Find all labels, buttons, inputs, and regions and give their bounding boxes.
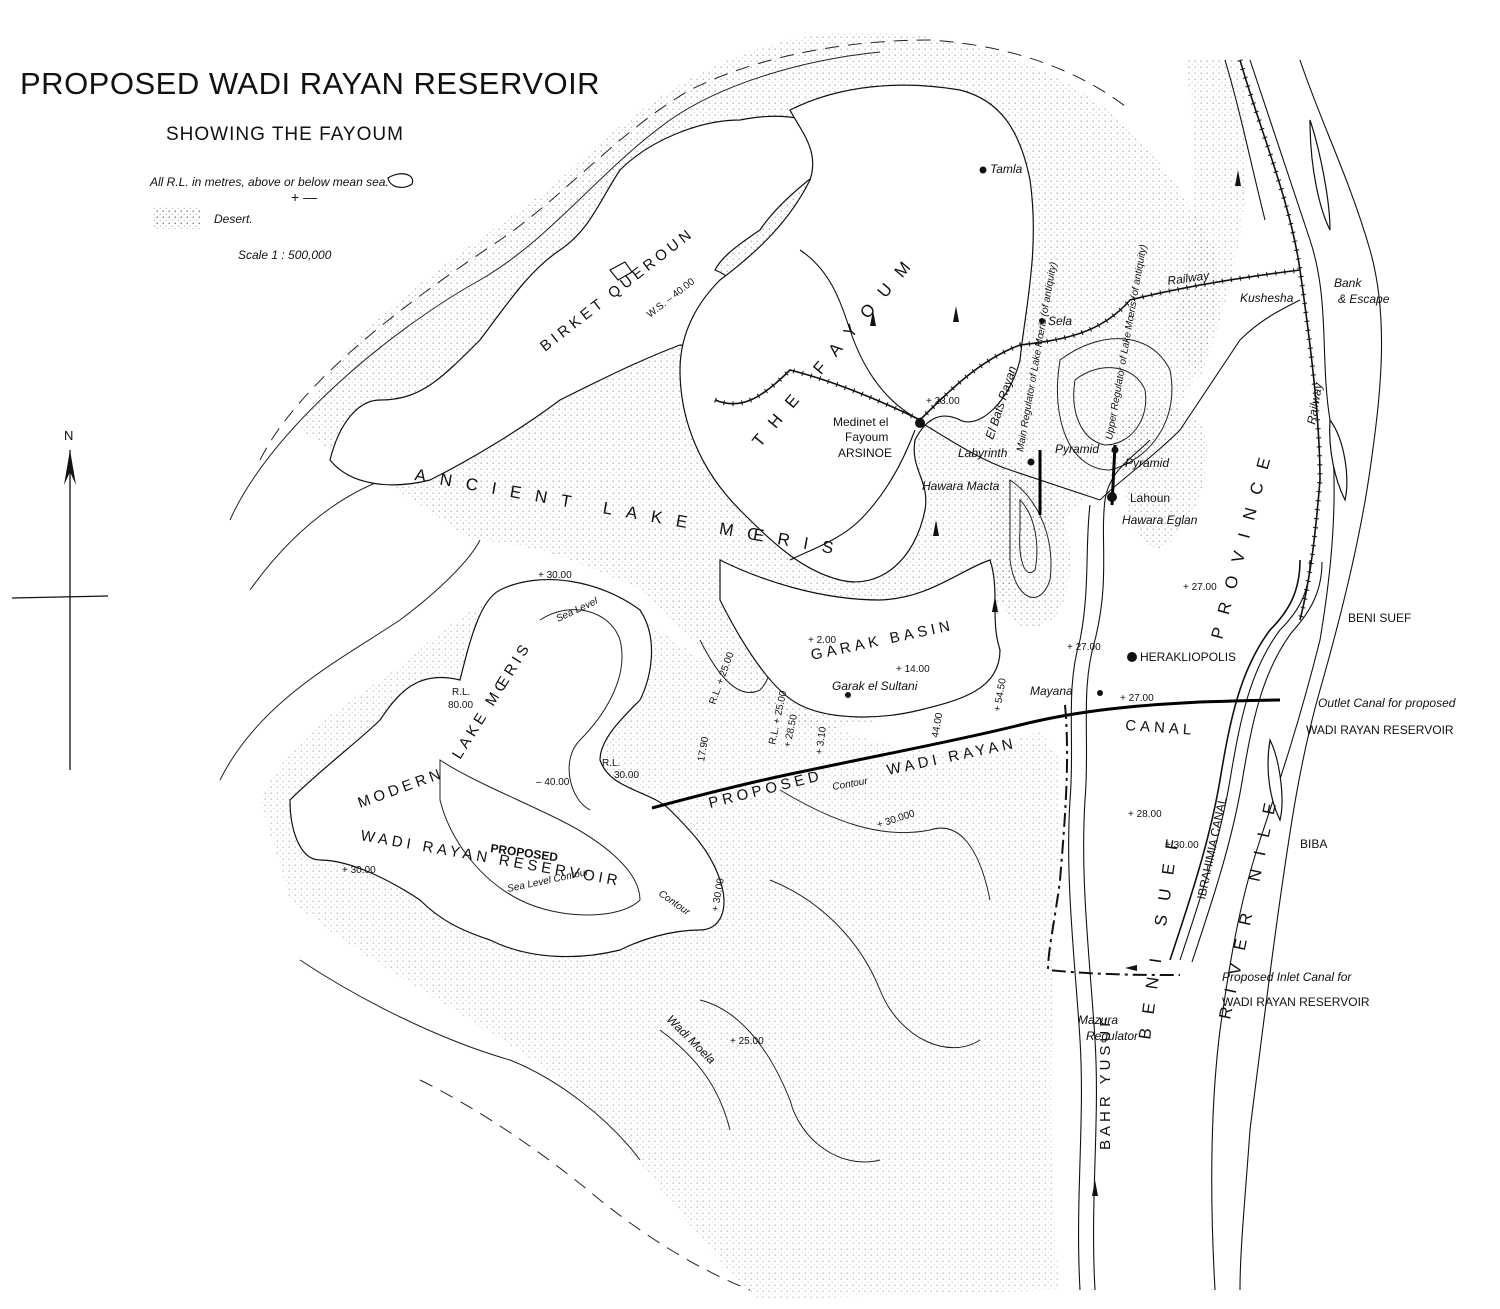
desert-legend-swatch <box>152 207 200 229</box>
ibrahimia-canal <box>1179 559 1311 961</box>
fayoum-channels <box>789 249 1301 561</box>
level-25: + 25.00 <box>730 1036 764 1047</box>
level-4400: 44.00 <box>930 712 945 739</box>
label-canal: CANAL <box>1125 717 1196 739</box>
place-pyramid-1: Pyramid <box>1055 442 1099 456</box>
label-outlet-1: Outlet Canal for proposed <box>1318 696 1456 710</box>
garak-basin <box>719 559 1001 718</box>
level-27b: + 27.00 <box>1067 642 1101 653</box>
place-garak-sultani: Garak el Sultani <box>832 679 918 693</box>
level-3110: + 3.10 <box>814 726 829 756</box>
levels-note: All R.L. in metres, above or below mean … <box>149 175 389 189</box>
contour-lines <box>219 39 1173 1291</box>
place-arsinoe: ARSINOE <box>838 446 892 460</box>
birket-islet <box>387 173 414 188</box>
level-rl30-b: 30.00 <box>614 770 639 781</box>
reservoir-inner-lobe <box>539 609 623 811</box>
level-rl80-a: R.L. <box>452 687 470 698</box>
place-mayana: Mayana <box>1030 684 1073 698</box>
level-27a: + 27.00 <box>1183 582 1217 593</box>
level-1790: 17.90 <box>696 736 711 763</box>
label-bahr-yusuf: BAHR YUSUF <box>1097 1014 1114 1150</box>
level-23: + 23.00 <box>926 396 960 407</box>
sea-level-contour <box>439 759 641 916</box>
label-railway-1: Railway <box>1166 268 1211 288</box>
level-30c: + 30.00 <box>342 865 376 876</box>
map-title: PROPOSED WADI RAYAN RESERVOIR <box>20 66 600 101</box>
label-river-nile: RIVER NILE <box>1215 788 1282 1021</box>
level-28: + 28.00 <box>1128 809 1162 820</box>
label-bank: Bank <box>1334 276 1362 290</box>
place-pyramid-2: Pyramid <box>1125 456 1169 470</box>
place-mazura-1: Mazura <box>1078 1013 1118 1027</box>
place-kushesha: Kushesha <box>1240 291 1294 305</box>
place-tamla: Tamla <box>990 162 1023 176</box>
place-markers <box>845 166 1137 698</box>
fayoum-basin <box>679 84 1034 583</box>
place-ibrahimia: IBRAHIMIA CANAL <box>1194 796 1229 901</box>
desert-legend-label: Desert. <box>214 212 253 226</box>
level-2: + 2.00 <box>808 635 837 646</box>
place-labyrinth: Labyrinth <box>958 446 1008 460</box>
level-27c: + 27.00 <box>1120 693 1154 704</box>
place-biba: BIBA <box>1300 837 1327 851</box>
label-province: PROVINCE <box>1208 442 1278 641</box>
place-hawara-eglan: Hawara Eglan <box>1122 513 1198 527</box>
ibrahimia-canal-bank <box>1191 561 1323 963</box>
place-mazura-2: Regulator <box>1086 1029 1139 1043</box>
map-scale: Scale 1 : 500,000 <box>238 248 332 262</box>
level-minus-40: – 40.00 <box>536 777 570 788</box>
label-inlet-1: Proposed Inlet Canal for <box>1222 970 1352 984</box>
label-railway-2: Railway <box>1304 381 1325 426</box>
bahr-yusuf-bank <box>1068 504 1091 1291</box>
level-rl80-b: 80.00 <box>448 700 473 711</box>
proposed-inlet-canal <box>1046 704 1181 976</box>
levels-note-signs: + — <box>291 189 317 205</box>
place-lahoun: Lahoun <box>1130 491 1170 505</box>
level-14: + 14.00 <box>896 664 930 675</box>
place-heraklioplis: HERAKLIOPOLIS <box>1140 650 1236 664</box>
proposed-wadi-rayan-canal <box>651 698 1281 810</box>
level-rl30-a: R.L. <box>602 758 620 769</box>
flow-arrows <box>870 170 1241 1196</box>
place-beni-suef: BENI SUEF <box>1348 611 1411 625</box>
bahr-yusuf <box>1083 439 1151 1291</box>
level-30b: + 30.00 <box>1165 840 1199 851</box>
railways <box>714 59 1323 961</box>
place-medinet-1: Medinet el <box>833 415 888 429</box>
river-nile <box>1211 59 1383 1291</box>
map-subtitle: SHOWING THE FAYOUM <box>166 124 404 145</box>
level-30a: + 30.00 <box>538 570 572 581</box>
level-5450: + 54.50 <box>992 677 1009 712</box>
wadi-rayan-reservoir <box>289 579 725 958</box>
birket-island <box>609 261 633 281</box>
label-inlet-2: WADI RAYAN RESERVOIR <box>1222 995 1370 1009</box>
place-hawara-macta: Hawara Macta <box>922 479 1000 493</box>
compass: N <box>11 428 109 770</box>
place-medinet-2: Fayoum <box>845 430 888 444</box>
north-label: N <box>64 428 73 443</box>
label-escape: & Escape <box>1338 292 1390 306</box>
label-outlet-2: WADI RAYAN RESERVOIR <box>1306 723 1454 737</box>
place-sela: Sela <box>1048 314 1072 328</box>
label-beni-suef-province: BENI SUEF <box>1135 824 1184 1040</box>
